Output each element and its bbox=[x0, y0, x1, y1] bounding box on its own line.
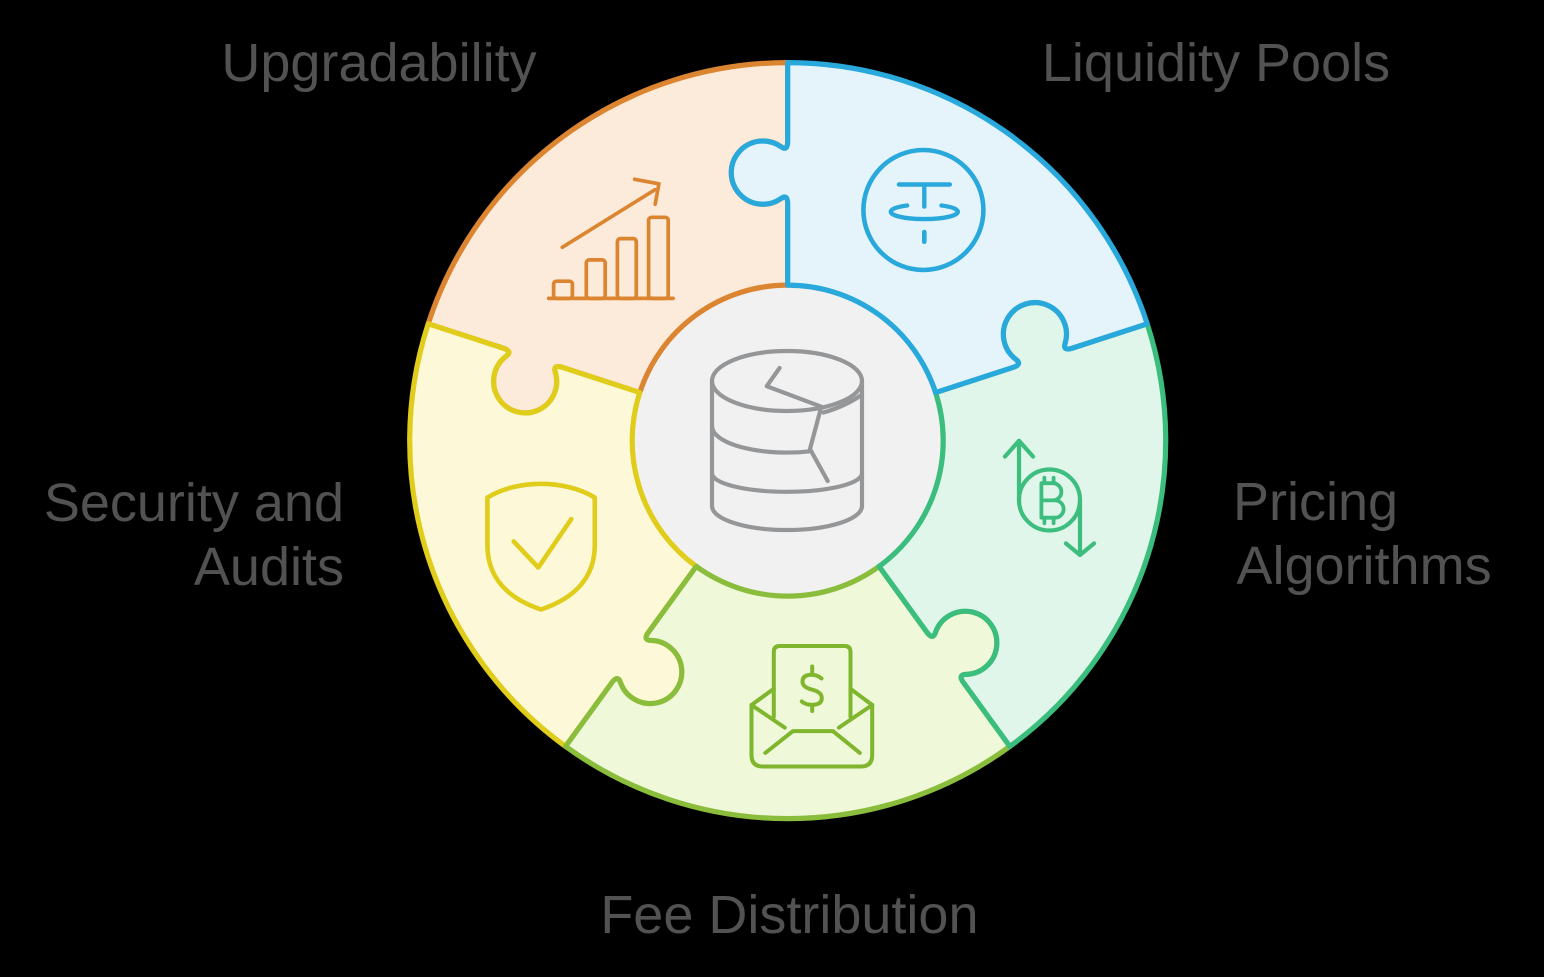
svg-text:Pricing: Pricing bbox=[1233, 472, 1398, 532]
svg-text:Fee Distribution: Fee Distribution bbox=[600, 885, 978, 945]
svg-text:Liquidity Pools: Liquidity Pools bbox=[1042, 33, 1390, 93]
svg-text:Audits: Audits bbox=[194, 537, 344, 597]
svg-text:Algorithms: Algorithms bbox=[1237, 536, 1492, 596]
svg-text:Security and: Security and bbox=[44, 473, 344, 533]
svg-text:Upgradability: Upgradability bbox=[221, 33, 536, 93]
